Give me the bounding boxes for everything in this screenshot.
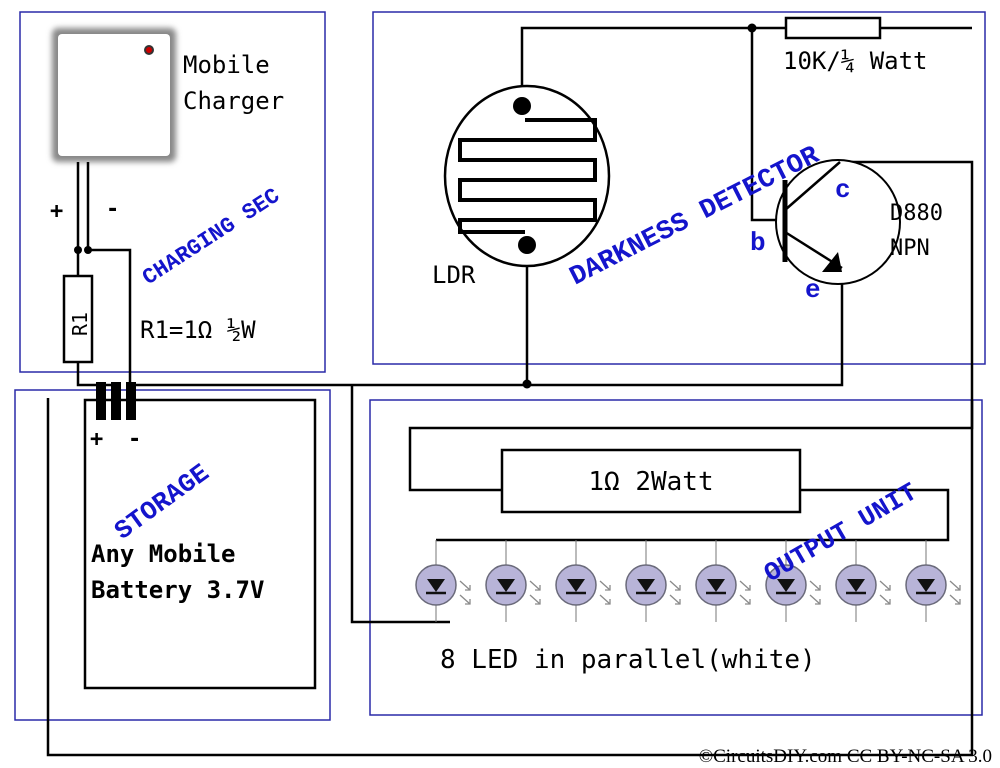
npn-transistor xyxy=(775,159,901,285)
charger-wires xyxy=(74,162,132,388)
charger-label-line1: Mobile xyxy=(183,51,270,79)
battery-minus-label: - xyxy=(128,427,141,452)
transistor-name: D880 xyxy=(890,201,943,226)
base-label: b xyxy=(750,228,766,258)
charging-section-label: CHARGING SEC xyxy=(138,184,284,291)
led-array xyxy=(415,540,961,622)
charger-plus-label: + xyxy=(50,199,63,224)
output-resistor-label: 1Ω 2Watt xyxy=(588,467,713,497)
led-7 xyxy=(835,540,891,622)
main-wiring xyxy=(46,23,974,757)
transistor-type: NPN xyxy=(890,236,930,261)
r1-value-label: R1=1Ω ½W xyxy=(140,316,256,344)
resistor-10k-label: 10K/¼ Watt xyxy=(783,47,928,75)
copyright-notice: ©CircuitsDIY.com CC BY-NC-SA 3.0 xyxy=(699,746,992,767)
storage-section-box xyxy=(14,389,331,721)
ldr-sensor xyxy=(443,84,611,268)
output-section-box xyxy=(369,399,983,716)
charging-section-box xyxy=(19,11,326,373)
battery-plus-label: + xyxy=(90,427,103,452)
collector-label: c xyxy=(835,175,851,205)
charger-label-line2: Charger xyxy=(183,87,284,115)
led-1 xyxy=(415,540,471,622)
ldr-label: LDR xyxy=(432,261,476,289)
led-4 xyxy=(625,540,681,622)
r1-body-label: R1 xyxy=(68,312,92,336)
led-5 xyxy=(695,540,751,622)
output-resistor xyxy=(500,448,802,514)
detector-section-box xyxy=(372,11,986,365)
battery-line2: Battery 3.7V xyxy=(91,576,264,604)
led-8 xyxy=(905,540,961,622)
led-6 xyxy=(765,540,821,622)
led-3 xyxy=(555,540,611,622)
emitter-label: e xyxy=(805,275,821,305)
battery-line1: Any Mobile xyxy=(91,540,236,568)
r1-resistor xyxy=(62,274,94,364)
charger-indicator-icon xyxy=(146,47,152,53)
resistor-10k xyxy=(784,16,882,40)
led-2 xyxy=(485,540,541,622)
battery-body xyxy=(83,398,317,690)
charger-minus-label: - xyxy=(106,197,119,222)
storage-section-label: STORAGE xyxy=(109,458,215,546)
led-caption: 8 LED in parallel(white) xyxy=(440,645,816,675)
mobile-charger xyxy=(52,28,176,162)
